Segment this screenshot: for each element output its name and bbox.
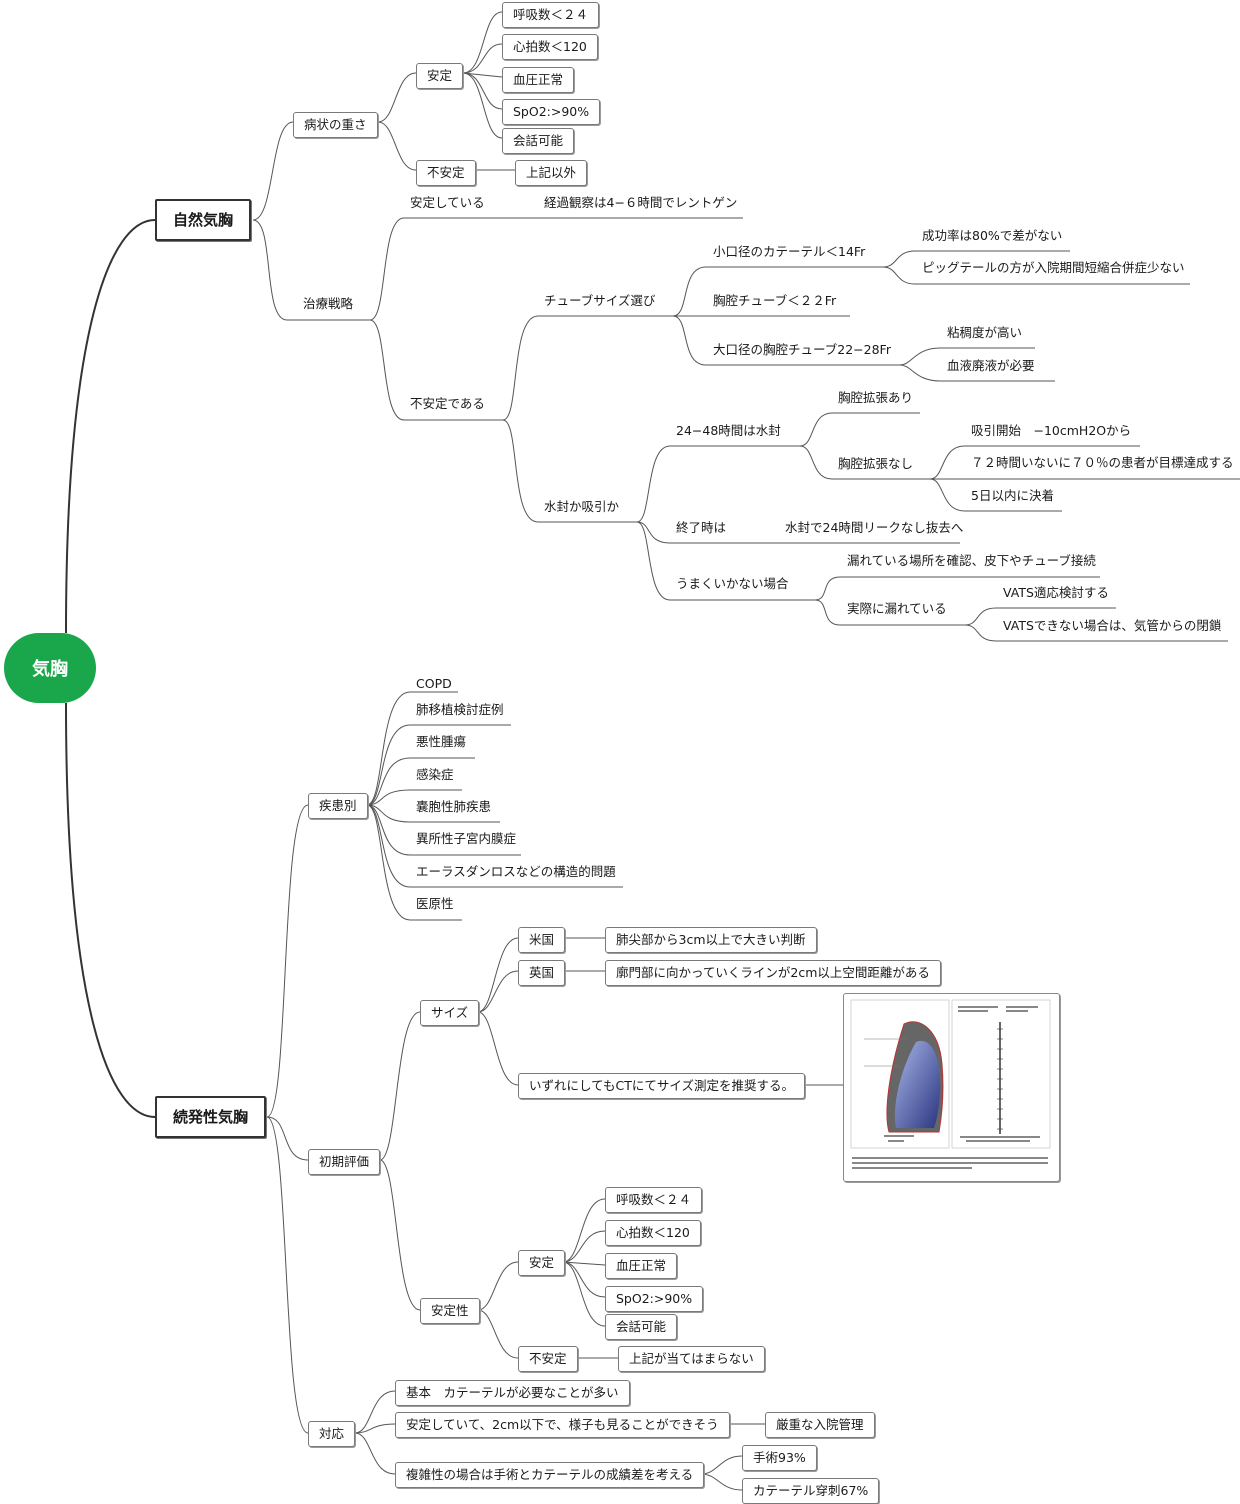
node-check-leak[interactable]: 漏れている場所を確認、皮下やチューブ接続 — [847, 553, 1096, 568]
node-copd[interactable]: COPD — [416, 676, 452, 691]
node-endometriosis[interactable]: 異所性子宮内膜症 — [416, 831, 517, 846]
node-blood-drain[interactable]: 血液廃液が必要 — [947, 358, 1035, 373]
node-uk[interactable]: 英国 — [518, 960, 566, 986]
node-catheter-rate[interactable]: カテーテル穿刺67% — [742, 1478, 880, 1504]
node-strict-admission[interactable]: 厳重な入院管理 — [765, 1412, 875, 1438]
node-actual-leak[interactable]: 実際に漏れている — [847, 601, 947, 616]
node-severity[interactable]: 病状の重さ — [293, 112, 378, 138]
node-response[interactable]: 対応 — [308, 1421, 356, 1447]
node-water-seal[interactable]: 24−48時間は水封 — [676, 423, 781, 438]
node-seal-or-suction[interactable]: 水封か吸引か — [544, 499, 620, 514]
node-5days[interactable]: 5日以内に決着 — [971, 488, 1054, 503]
node-vital-spo2[interactable]: SpO2:>90% — [502, 99, 601, 125]
node-remove-tube[interactable]: 水封で24時間リークなし抜去へ — [785, 520, 964, 535]
node-cystic[interactable]: 嚢胞性肺疾患 — [416, 799, 492, 814]
node-treatment-unstable[interactable]: 不安定である — [410, 396, 485, 411]
node-ehlers-danlos[interactable]: エーラスダンロスなどの構造的問題 — [416, 864, 616, 879]
node-iatrogenic[interactable]: 医原性 — [416, 896, 454, 911]
node-stable-small[interactable]: 安定していて、2cm以下で、様子も見ることができそう — [395, 1412, 730, 1438]
node-sec-vital-talk[interactable]: 会話可能 — [605, 1314, 678, 1340]
node-infection[interactable]: 感染症 — [416, 767, 454, 782]
pneumothorax-size-figure[interactable] — [843, 993, 1060, 1182]
root-topic[interactable]: 気胸 — [4, 633, 96, 703]
node-failure[interactable]: うまくいかない場合 — [676, 576, 789, 591]
topic-spontaneous[interactable]: 自然気胸 — [155, 199, 252, 241]
node-uk-criteria[interactable]: 廓門部に向かっていくラインが2cm以上空間距離がある — [605, 960, 941, 986]
node-lung-transplant[interactable]: 肺移植検討症例 — [416, 702, 504, 717]
node-chest-tube[interactable]: 胸腔チューブ＜２２Fr — [713, 293, 837, 308]
node-ct-recommend[interactable]: いずれにしてもCTにてサイズ測定を推奨する。 — [518, 1073, 805, 1099]
node-72h-target[interactable]: ７２時間いないに７０％の患者が目標達成する — [971, 455, 1234, 470]
node-success-rate[interactable]: 成功率は80%で差がない — [922, 228, 1063, 243]
node-large-tube[interactable]: 大口径の胸腔チューブ22−28Fr — [713, 342, 891, 357]
node-initial-eval[interactable]: 初期評価 — [308, 1149, 381, 1175]
node-observe-xray[interactable]: 経過観察は4−６時間でレントゲン — [544, 195, 738, 210]
node-severity-unstable[interactable]: 不安定 — [416, 160, 476, 186]
node-treatment[interactable]: 治療戦略 — [303, 296, 354, 311]
topic-secondary[interactable]: 続発性気胸 — [155, 1096, 267, 1138]
node-stability-unstable[interactable]: 不安定 — [518, 1346, 578, 1372]
node-treatment-stable[interactable]: 安定している — [410, 195, 485, 210]
node-vital-rr[interactable]: 呼吸数＜２４ — [502, 2, 600, 28]
node-not-expanded[interactable]: 胸腔拡張なし — [838, 456, 914, 471]
node-vital-talk[interactable]: 会話可能 — [502, 128, 575, 154]
node-sec-vital-rr[interactable]: 呼吸数＜２４ — [605, 1187, 703, 1213]
node-by-disease[interactable]: 疾患別 — [308, 793, 368, 819]
node-pigtail[interactable]: ピッグテールの方が入院期間短縮合併症少ない — [922, 260, 1185, 275]
node-vital-bp[interactable]: 血圧正常 — [502, 67, 575, 93]
node-end[interactable]: 終了時は — [676, 520, 727, 535]
node-surgery-rate[interactable]: 手術93% — [742, 1445, 817, 1471]
node-sec-vital-bp[interactable]: 血圧正常 — [605, 1253, 678, 1279]
node-vital-hr[interactable]: 心拍数＜120 — [502, 34, 598, 60]
node-us-criteria[interactable]: 肺尖部から3cm以上で大きい判断 — [605, 927, 817, 953]
node-small-catheter[interactable]: 小口径のカテーテル＜14Fr — [713, 244, 866, 259]
node-us[interactable]: 米国 — [518, 927, 566, 953]
node-viscosity[interactable]: 粘稠度が高い — [947, 325, 1023, 340]
node-sec-vital-hr[interactable]: 心拍数＜120 — [605, 1220, 701, 1246]
node-stability[interactable]: 安定性 — [420, 1298, 480, 1324]
node-complex-case[interactable]: 複雑性の場合は手術とカテーテルの成績差を考える — [395, 1462, 705, 1488]
node-stability-stable[interactable]: 安定 — [518, 1250, 566, 1276]
node-malignancy[interactable]: 悪性腫瘍 — [416, 734, 467, 749]
node-bronchial-closure[interactable]: VATSできない場合は、気管からの閉鎖 — [1003, 618, 1222, 633]
node-expanded[interactable]: 胸腔拡張あり — [838, 390, 914, 405]
node-not-applicable[interactable]: 上記が当てはまらない — [618, 1346, 765, 1372]
node-sec-vital-spo2[interactable]: SpO2:>90% — [605, 1286, 704, 1312]
node-size[interactable]: サイズ — [420, 1000, 480, 1026]
node-basic-catheter[interactable]: 基本 カテーテルが必要なことが多い — [395, 1380, 630, 1406]
node-severity-stable[interactable]: 安定 — [416, 63, 464, 89]
node-vats[interactable]: VATS適応検討する — [1003, 585, 1109, 600]
lung-diagram-image — [850, 999, 1051, 1169]
node-suction-start[interactable]: 吸引開始 −10cmH2Oから — [971, 423, 1132, 438]
node-tube-size[interactable]: チューブサイズ選び — [544, 293, 656, 308]
node-severity-other[interactable]: 上記以外 — [515, 160, 588, 186]
